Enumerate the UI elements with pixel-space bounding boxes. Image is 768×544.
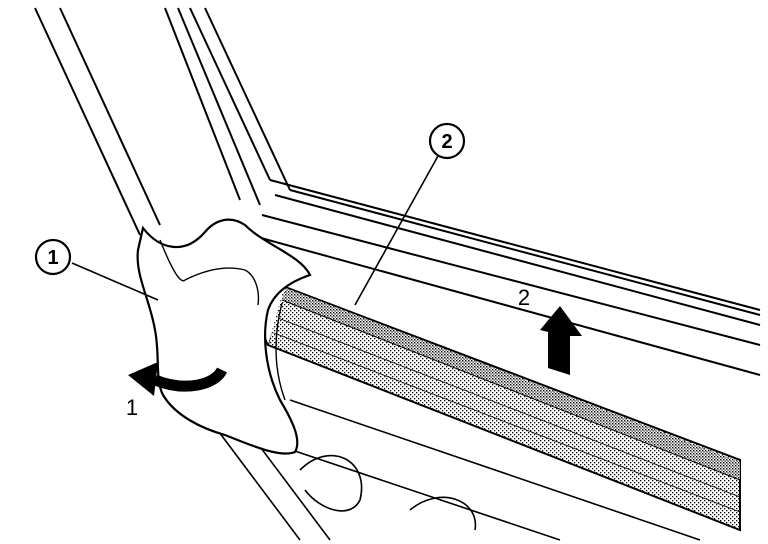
step-2-label: 2 (518, 285, 530, 310)
up-arrow-icon: 2 (518, 285, 582, 375)
callout-1-label: 1 (47, 247, 58, 269)
clip-trim-piece (136, 218, 312, 455)
weatherstrip-seal (263, 283, 741, 532)
leader-lines (71, 155, 439, 306)
callout-2: 2 (428, 122, 466, 160)
window-frame (34, 7, 761, 376)
callout-2-label: 2 (441, 131, 452, 153)
curved-arrow-icon: 1 (126, 362, 227, 420)
callout-1: 1 (34, 238, 72, 276)
step-1-label: 1 (126, 395, 138, 420)
